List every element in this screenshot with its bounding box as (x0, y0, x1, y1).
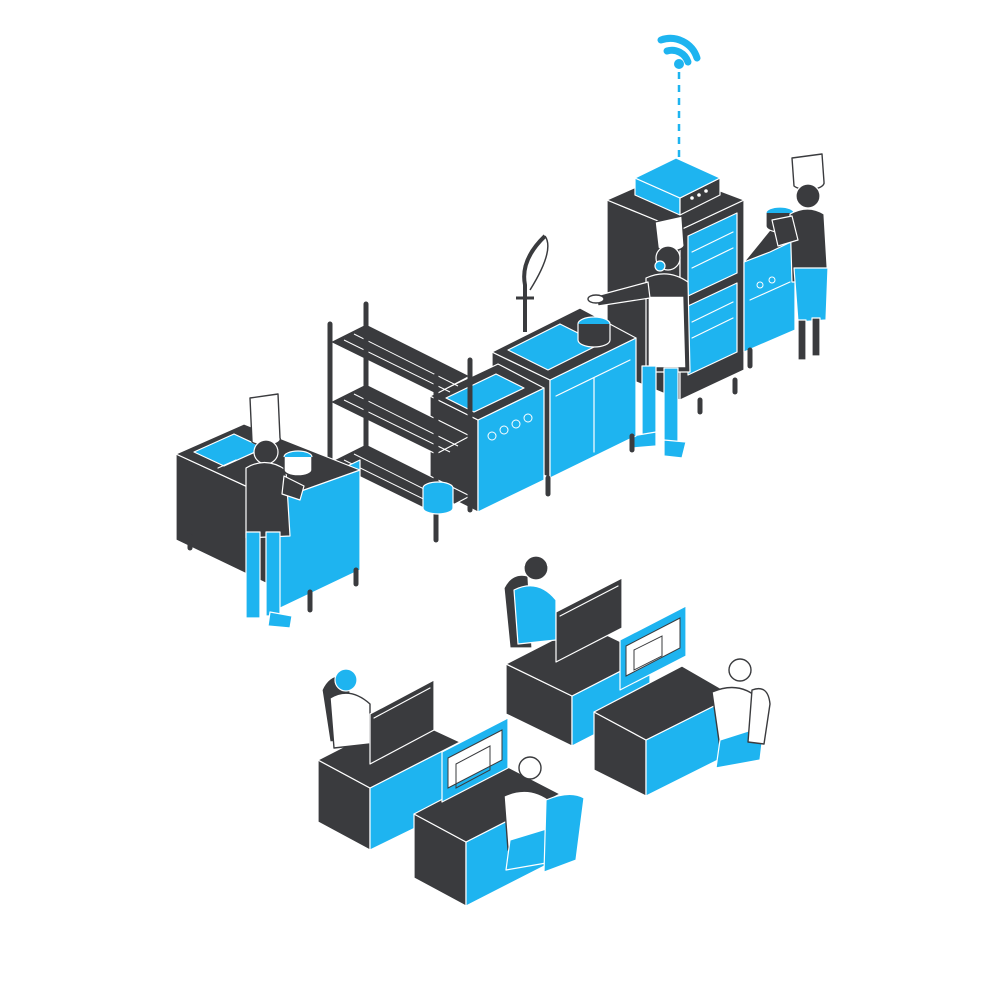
desk-icon (593, 665, 735, 797)
faucet-icon (516, 234, 549, 332)
monitor-icon (441, 717, 509, 803)
pot-icon (577, 316, 611, 348)
wifi-icon (657, 34, 701, 69)
smart-hub (634, 157, 721, 216)
chef-center (587, 215, 691, 459)
operator-1 (513, 553, 557, 645)
kitchen-area (175, 34, 829, 629)
monitor-icon (555, 577, 623, 663)
monitor-icon (369, 679, 435, 765)
range-stove (743, 229, 796, 369)
chef-left (245, 393, 313, 629)
office-area (317, 553, 771, 907)
monitor-icon (619, 605, 687, 691)
office-chair-icon (543, 793, 585, 873)
operator-3 (329, 668, 371, 749)
office-chair-icon (747, 687, 771, 745)
pot-icon (422, 481, 454, 515)
shelf-rack-icon (327, 301, 473, 543)
chef-right (771, 153, 829, 361)
